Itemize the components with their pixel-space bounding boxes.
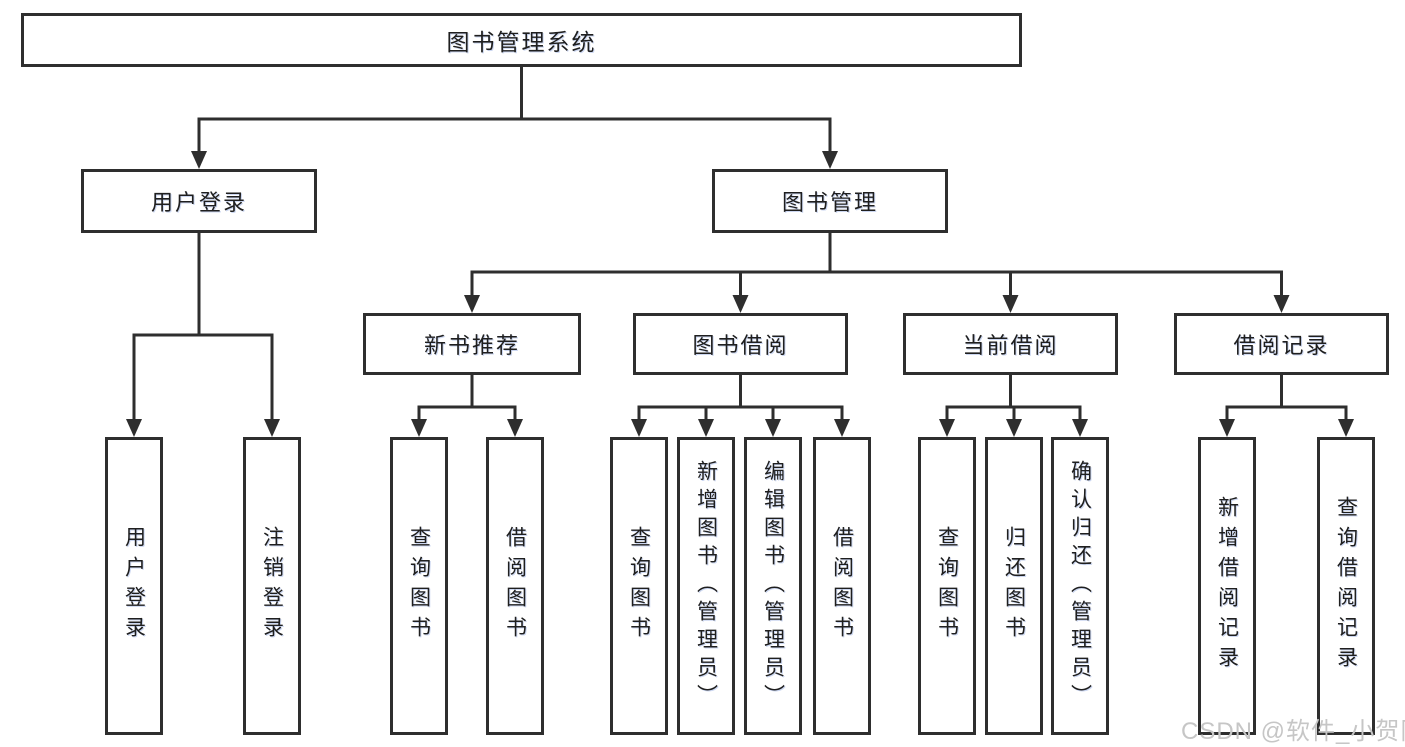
leaf-borrow-books-recommend: 借阅图书 — [486, 437, 544, 735]
arrow-down-icon — [464, 295, 480, 313]
leaf-user-login: 用户登录 — [105, 437, 163, 735]
node-new-book-recommendation: 新书推荐 — [363, 313, 581, 375]
arrow-down-icon — [834, 419, 850, 437]
arrow-down-icon — [765, 419, 781, 437]
arrow-down-icon — [507, 419, 523, 437]
node-library-management-system: 图书管理系统 — [21, 13, 1022, 67]
leaf-query-books-borrowing: 查询图书 — [610, 437, 668, 735]
leaf-add-book-admin: 新增图书（管理员） — [677, 437, 735, 735]
leaf-query-books-recommend: 查询图书 — [390, 437, 448, 735]
leaf-borrow-books-borrowing: 借阅图书 — [813, 437, 871, 735]
arrow-down-icon — [631, 419, 647, 437]
arrow-down-icon — [1273, 295, 1290, 313]
arrow-down-icon — [1002, 295, 1019, 313]
arrowheads — [126, 151, 1354, 437]
watermark-text: CSDN @软件_小贺同 — [1181, 718, 1405, 745]
leaf-add-borrow-record: 新增借阅记录 — [1198, 437, 1256, 735]
arrow-down-icon — [698, 419, 714, 437]
node-book-borrowing: 图书借阅 — [633, 313, 848, 375]
arrow-down-icon — [1338, 419, 1354, 437]
node-borrowing-records: 借阅记录 — [1174, 313, 1389, 375]
node-book-management: 图书管理 — [712, 169, 948, 233]
leaf-return-books: 归还图书 — [985, 437, 1043, 735]
arrow-down-icon — [1219, 419, 1235, 437]
arrow-down-icon — [732, 295, 749, 313]
watermark: CSDN @软件_小贺同学 — [1181, 711, 1405, 746]
arrow-down-icon — [939, 419, 955, 437]
arrow-down-icon — [191, 151, 207, 169]
arrow-down-icon — [1072, 419, 1088, 437]
arrow-down-icon — [264, 419, 280, 437]
leaf-query-borrow-record: 查询借阅记录 — [1317, 437, 1375, 735]
node-user-login: 用户登录 — [81, 169, 317, 233]
leaf-query-books-current: 查询图书 — [918, 437, 976, 735]
arrow-down-icon — [1006, 419, 1022, 437]
arrow-down-icon — [411, 419, 427, 437]
node-current-borrowing: 当前借阅 — [903, 313, 1118, 375]
connector-lines — [132, 64, 1348, 423]
leaf-confirm-return-admin: 确认归还（管理员） — [1051, 437, 1109, 735]
arrow-down-icon — [126, 419, 142, 437]
leaf-logout: 注销登录 — [243, 437, 301, 735]
arrow-down-icon — [822, 151, 838, 169]
leaf-edit-book-admin: 编辑图书（管理员） — [744, 437, 802, 735]
